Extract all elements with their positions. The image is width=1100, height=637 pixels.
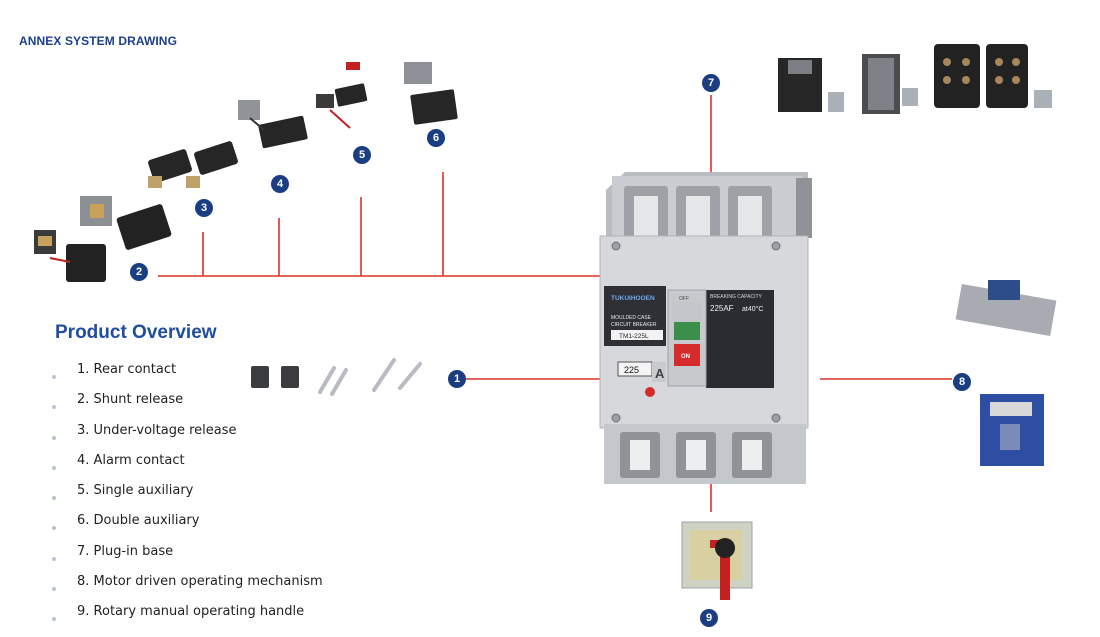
callout-9: 9 <box>700 609 718 627</box>
rotary-handle-image <box>681 521 753 600</box>
motor-operating-mechanism-image <box>955 280 1057 466</box>
circuit-breaker-image <box>599 172 812 484</box>
list-item: 7. Plug-in base <box>52 542 323 572</box>
list-item-label: 1. Rear contact <box>77 362 177 377</box>
callout-4: 4 <box>271 175 289 193</box>
callout-5: 5 <box>353 146 371 164</box>
breaker-temp: at40°C <box>742 305 763 313</box>
single-auxiliary-image <box>316 62 368 129</box>
product-overview-list: 1. Rear contact 2. Shunt release 3. Unde… <box>52 360 323 633</box>
list-item: 9. Rotary manual operating handle <box>52 602 323 632</box>
product-overview-title: Product Overview <box>55 322 217 343</box>
double-auxiliary-image <box>404 62 458 125</box>
callout-6: 6 <box>427 129 445 147</box>
list-item: 8. Motor driven operating mechanism <box>52 572 323 602</box>
bullet-icon <box>52 496 56 501</box>
alarm-contact-image <box>238 100 308 149</box>
bullet-icon <box>52 375 56 379</box>
rear-contact-image <box>251 358 422 396</box>
breaker-rating-unit: A <box>655 366 665 381</box>
list-item-label: 5. Single auxiliary <box>77 483 194 499</box>
under-voltage-release-image <box>148 141 238 188</box>
breaker-title-2: CIRCUIT BREAKER <box>611 322 657 328</box>
bullet-icon <box>52 617 56 622</box>
bullet-icon <box>52 526 56 531</box>
list-item: 1. Rear contact <box>52 360 323 390</box>
bullet-icon <box>52 435 56 440</box>
breaker-on-label: ON <box>681 354 690 360</box>
list-item-label: 2. Shunt release <box>77 392 184 408</box>
breaker-brand: TUKUIHOOEN <box>611 295 655 302</box>
list-item: 3. Under-voltage release <box>52 421 323 451</box>
shunt-release-image <box>34 196 172 282</box>
list-item-label: 3. Under-voltage release <box>77 422 237 438</box>
list-item: 6. Double auxiliary <box>52 511 323 541</box>
breaker-frame: 225AF <box>710 304 734 313</box>
list-item-label: 9. Rotary manual operating handle <box>77 604 305 620</box>
list-item: 5. Single auxiliary <box>52 481 323 511</box>
list-item-label: 7. Plug-in base <box>77 543 174 559</box>
breaker-capacity-header: BREAKING CAPACITY <box>710 294 763 300</box>
plug-in-base-image <box>778 44 1052 114</box>
bullet-icon <box>52 465 56 470</box>
list-item: 2. Shunt release <box>52 390 323 420</box>
list-item-label: 6. Double auxiliary <box>77 513 200 529</box>
bullet-icon <box>52 587 56 592</box>
list-item-label: 4. Alarm contact <box>77 452 185 468</box>
bullet-icon <box>52 556 56 561</box>
bullet-icon <box>52 405 56 410</box>
page-heading: ANNEX SYSTEM DRAWING <box>19 34 178 48</box>
callout-7: 7 <box>702 74 720 92</box>
callout-3: 3 <box>195 199 213 217</box>
callout-2: 2 <box>130 263 148 281</box>
breaker-model: TM1-225L <box>619 333 649 340</box>
breaker-rating: 225 <box>624 365 639 375</box>
callout-1: 1 <box>448 370 466 388</box>
breaker-title-1: MOULDED CASE <box>611 315 652 321</box>
list-item: 4. Alarm contact <box>52 451 323 481</box>
list-item-label: 8. Motor driven operating mechanism <box>77 574 323 590</box>
breaker-off-label: OFF <box>679 296 689 302</box>
callout-8: 8 <box>953 373 971 391</box>
